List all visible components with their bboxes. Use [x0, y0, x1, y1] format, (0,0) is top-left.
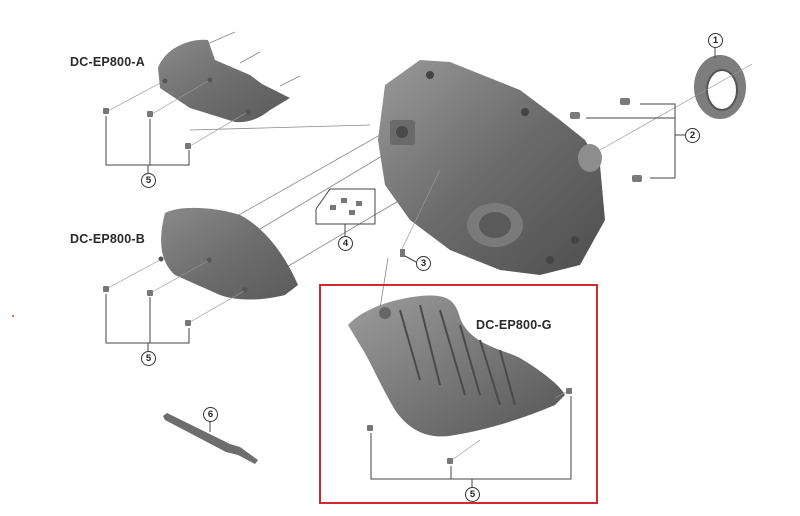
callout-2: 2 — [685, 128, 700, 143]
callout-3: 3 — [416, 256, 431, 271]
screw-set-box — [315, 188, 376, 236]
callout-6: 6 — [203, 407, 218, 422]
part-label-b: DC-EP800-B — [70, 232, 145, 246]
bottom-cover-g-shape — [348, 295, 565, 437]
lock-ring-shape — [694, 55, 746, 119]
callout-5-b: 5 — [141, 351, 156, 366]
cover-a-shape — [158, 39, 290, 123]
cover-b-shape — [158, 207, 298, 300]
callout-5-g: 5 — [465, 487, 480, 502]
motor-unit-shape — [378, 60, 605, 275]
highlight-box-g — [319, 284, 598, 504]
leader-lines — [189, 31, 401, 341]
callout-5-a: 5 — [141, 173, 156, 188]
callout-4: 4 — [338, 236, 353, 251]
part-label-g: DC-EP800-G — [476, 318, 552, 332]
callout-1: 1 — [708, 33, 723, 48]
part-label-a: DC-EP800-A — [70, 55, 145, 69]
